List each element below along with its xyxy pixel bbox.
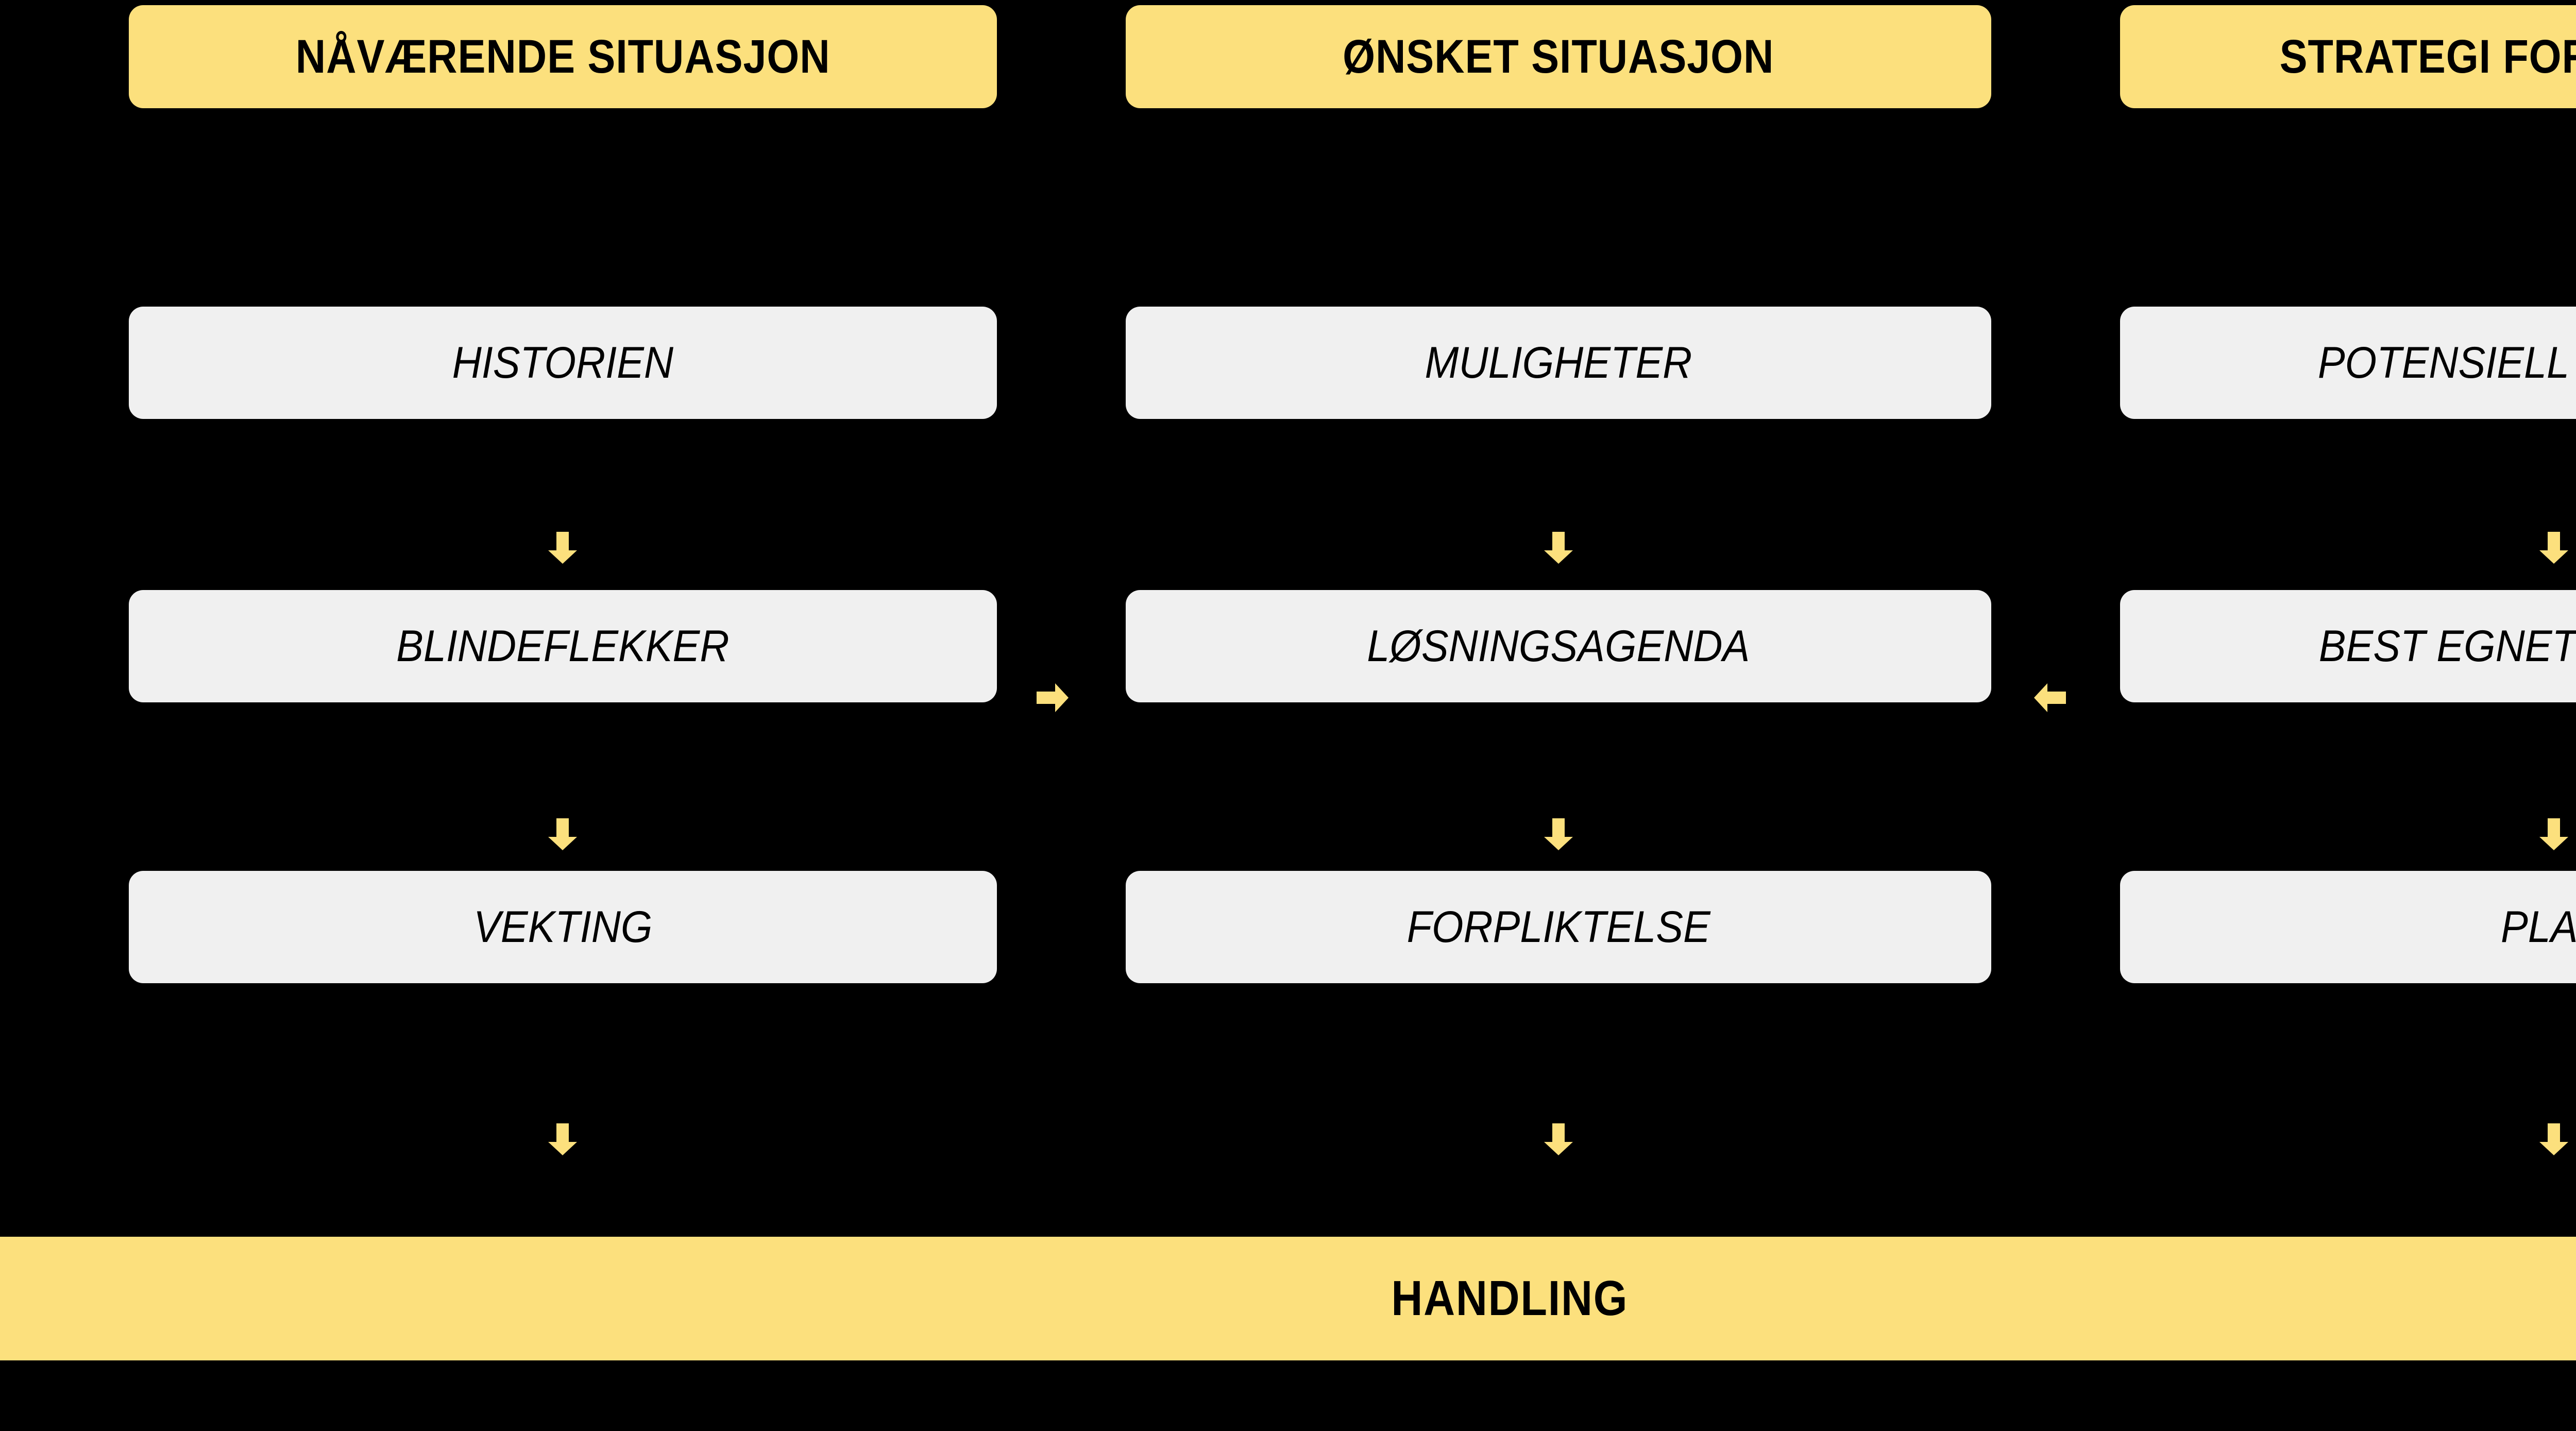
arrow-down-icon [548,818,577,850]
stage-box-label: BLINDEFLEKKER [396,621,730,671]
arrow-down-icon [548,532,577,564]
arrow-down-icon [548,1123,577,1155]
column-header-label: ØNSKET SITUASJON [1343,30,1774,83]
stage-box-blindeflekker[interactable]: BLINDEFLEKKER [129,590,997,702]
stage-box-label: VEKTING [473,902,653,952]
arrow-left-icon [2034,683,2066,712]
stage-box-label: POTENSIELL HANDLING [2317,338,2576,388]
stage-box-best-egnet-strategi[interactable]: BEST EGNET STRATEGI [2120,590,2576,702]
arrow-down-icon [2539,1123,2568,1155]
stage-box-losningsagenda[interactable]: LØSNINGSAGENDA [1126,590,1991,702]
stage-box-label: HISTORIEN [452,338,674,388]
stage-box-label: LØSNINGSAGENDA [1367,621,1750,671]
arrow-down-icon [2539,532,2568,564]
arrow-down-icon [1544,818,1573,850]
stage-box-label: FORPLIKTELSE [1406,902,1710,952]
stage-box-vekting[interactable]: VEKTING [129,871,997,983]
arrow-right-icon [1037,683,1069,712]
stage-box-muligheter[interactable]: MULIGHETER [1126,307,1991,419]
stage-box-potensiell-handling[interactable]: POTENSIELL HANDLING [2120,307,2576,419]
arrow-down-icon [1544,1123,1573,1155]
column-header-desired-situation[interactable]: ØNSKET SITUASJON [1126,5,1991,108]
stage-box-label: BEST EGNET STRATEGI [2319,621,2576,671]
column-header-current-situation[interactable]: NÅVÆRENDE SITUASJON [129,5,997,108]
stage-box-label: PLAN [2501,902,2576,952]
column-header-action-strategy[interactable]: STRATEGI FOR HANDLING [2120,5,2576,108]
column-header-label: STRATEGI FOR HANDLING [2280,30,2576,83]
stage-box-historien[interactable]: HISTORIEN [129,307,997,419]
arrow-down-icon [1544,532,1573,564]
stage-box-plan[interactable]: PLAN [2120,871,2576,983]
column-header-label: NÅVÆRENDE SITUASJON [295,30,831,83]
stage-box-label: MULIGHETER [1425,338,1692,388]
arrow-down-icon [2539,818,2568,850]
stage-box-forpliktelse[interactable]: FORPLIKTELSE [1126,871,1991,983]
handling-banner-arrow[interactable] [0,1197,2576,1401]
